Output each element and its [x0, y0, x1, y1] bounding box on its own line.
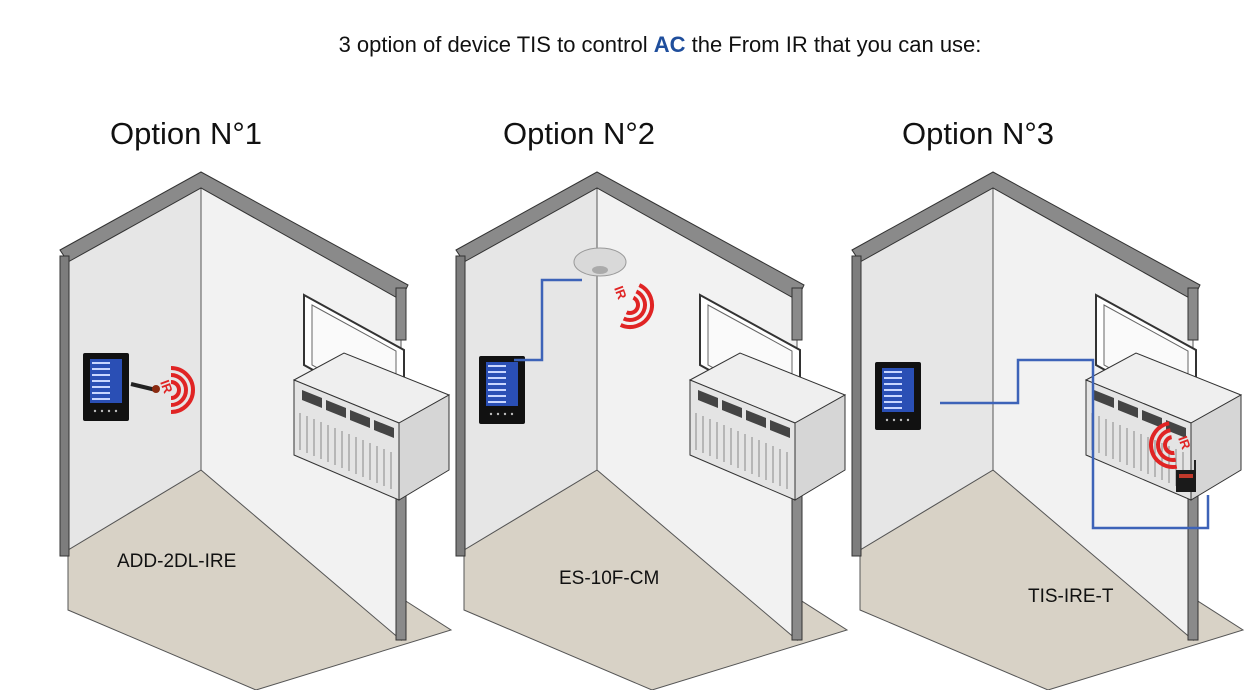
wall-right-edge-top: [395, 287, 407, 341]
room-1-illustration: IR: [59, 171, 453, 690]
panel-screen-row: [488, 395, 506, 397]
ir-emitter-icon: [130, 382, 157, 392]
option-1-model: ADD-2DL-IRE: [117, 551, 237, 572]
ac-louver: [722, 400, 742, 418]
ac-louver: [1142, 410, 1162, 428]
panel-button: [885, 418, 889, 422]
panel-screen-row: [488, 389, 506, 391]
ac-louver: [1166, 420, 1186, 438]
title-accent: AC: [653, 32, 686, 57]
ir-wave-icon: [1149, 421, 1178, 469]
page-title: 3 option of device TIS to control AC the…: [0, 32, 1259, 58]
panel-screen-row: [92, 386, 110, 388]
ir-wave-arc: [1156, 428, 1176, 462]
wall-panel-icon: [479, 356, 525, 424]
panel-screen-row: [92, 374, 110, 376]
ir-transmitter-box-icon: [1176, 470, 1196, 492]
panel-screen-row: [92, 380, 110, 382]
panel-button: [100, 409, 104, 413]
title-prefix: 3 option of device TIS to control: [338, 32, 654, 57]
wall-left-edge: [455, 255, 466, 557]
wire: [514, 278, 582, 362]
ac-louver: [1094, 390, 1114, 408]
panel-screen-row: [488, 371, 506, 373]
panel-screen-row: [884, 371, 902, 373]
room-2-illustration: IR: [455, 171, 849, 690]
ac-louver: [350, 410, 370, 428]
panel-button: [114, 409, 118, 413]
panel-screen-row: [488, 365, 506, 367]
panel-button: [496, 412, 500, 416]
ir-wave-icon: [619, 283, 654, 329]
ac-louver: [326, 400, 346, 418]
ac-side: [794, 394, 846, 501]
option-1-title: Option N°1: [110, 116, 262, 151]
panel-button: [892, 418, 896, 422]
ir-wave-arc: [1163, 435, 1175, 455]
panel-button: [489, 412, 493, 416]
window-ac-icon: [1084, 293, 1243, 501]
panel-screen-row: [884, 383, 902, 385]
panel-screen-row: [488, 383, 506, 385]
ir-label: IR: [1175, 434, 1194, 452]
ac-side: [398, 394, 450, 501]
panel-screen-row: [92, 398, 110, 400]
room-3-illustration: IR: [851, 171, 1245, 690]
ceiling-sensor-icon: [573, 247, 627, 277]
panel-button: [906, 418, 910, 422]
option-3-title: Option N°3: [902, 116, 1054, 151]
ir-emitter-head: [152, 385, 160, 393]
option-3-model: TIS-IRE-T: [1028, 586, 1114, 607]
wall-right-edge-bottom: [1187, 489, 1199, 641]
ir-wave-arc: [625, 295, 640, 315]
ac-louver: [746, 410, 766, 428]
panel-screen-row: [884, 395, 902, 397]
wall-panel-icon: [875, 362, 921, 430]
window-ac-icon: [292, 293, 451, 501]
wall-right-edge-top: [791, 287, 803, 341]
wall-panel-icon: [83, 353, 129, 421]
ir-wave-arc: [170, 366, 195, 414]
window-ac-icon: [688, 293, 847, 501]
panel-screen-row: [488, 401, 506, 403]
ir-wave-arc: [170, 380, 181, 400]
ir-transmitter-led: [1179, 474, 1193, 478]
ir-wave-arc: [1149, 421, 1178, 469]
panel-button: [899, 418, 903, 422]
wire: [940, 358, 1210, 530]
title-suffix: the From IR that you can use:: [685, 32, 982, 57]
ir-wave-arc: [619, 283, 654, 329]
panel-button: [510, 412, 514, 416]
wall-right-edge-bottom: [791, 489, 803, 641]
panel-button: [503, 412, 507, 416]
ac-louver: [302, 390, 322, 408]
panel-button: [93, 409, 97, 413]
panel-button: [107, 409, 111, 413]
panel-screen-row: [92, 392, 110, 394]
ac-louver: [1118, 400, 1138, 418]
wall-right-edge-top: [1187, 287, 1199, 341]
ceiling-sensor-lens: [592, 266, 608, 274]
ir-label: IR: [611, 284, 630, 302]
panel-screen-row: [884, 407, 902, 409]
ac-louver: [698, 390, 718, 408]
ir-wave-arc: [622, 289, 647, 322]
wall-left-edge: [851, 255, 862, 557]
panel-screen-row: [92, 362, 110, 364]
ir-wave-arc: [170, 373, 188, 407]
ir-wave-icon: [170, 366, 195, 414]
option-2-model: ES-10F-CM: [559, 568, 660, 589]
ac-louver: [770, 420, 790, 438]
wall-left-edge: [59, 255, 70, 557]
panel-screen-row: [488, 377, 506, 379]
panel-screen-row: [92, 368, 110, 370]
panel-screen-row: [884, 401, 902, 403]
panel-screen-row: [884, 389, 902, 391]
panel-screen-row: [884, 377, 902, 379]
ac-louver: [374, 420, 394, 438]
option-2-title: Option N°2: [503, 116, 655, 151]
wall-right-edge-bottom: [395, 489, 407, 641]
